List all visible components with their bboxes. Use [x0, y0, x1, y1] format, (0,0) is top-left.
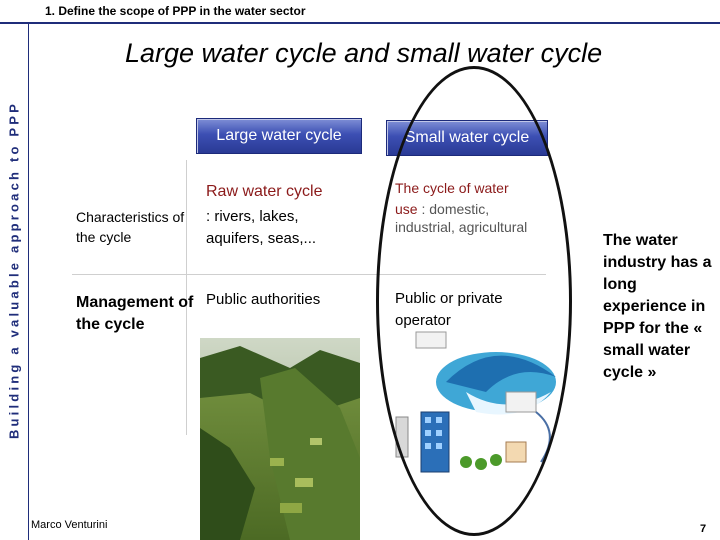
side-note: The water industry has a long experience… [603, 232, 712, 381]
raw-water-cycle-description: : rivers, lakes, aquifers, seas,... [206, 208, 317, 247]
row-label-management-text: Management of the cycle [76, 294, 194, 333]
section-header: 1. Define the scope of PPP in the water … [45, 4, 306, 18]
column-header-large-cycle: Large water cycle [196, 118, 362, 154]
table-divider-horizontal [72, 274, 546, 275]
large-cycle-management: Public authorities [206, 291, 321, 308]
author-name: Marco Venturini [31, 519, 108, 531]
slide-title: Large water cycle and small water cycle [125, 38, 603, 68]
landscape-photo [200, 338, 360, 540]
page-number: 7 [700, 523, 707, 535]
raw-water-cycle-heading: Raw water cycle [206, 183, 323, 200]
sidebar-rule [28, 22, 29, 540]
sidebar-vertical-text: Building a valuable approach to PPP [6, 100, 22, 440]
table-divider-vertical [186, 160, 187, 435]
row-label-characteristics-text: Characteristics of the cycle [76, 209, 185, 245]
row-label-characteristics: Characteristics of the cycle [76, 207, 196, 247]
header-rule [0, 22, 720, 24]
row-label-management: Management of the cycle [76, 292, 196, 336]
small-cycle-highlight-ellipse [376, 66, 572, 536]
